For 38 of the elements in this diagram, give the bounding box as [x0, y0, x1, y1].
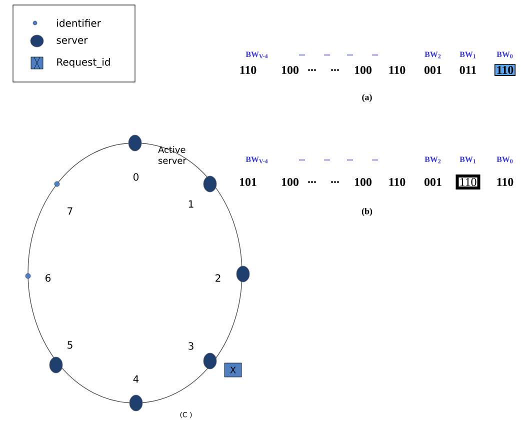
legend-text: identifier — [57, 19, 101, 27]
position-number: 4 — [133, 375, 139, 383]
bit-value: 100 — [355, 66, 372, 74]
bit-value: 110 — [389, 66, 406, 74]
bit-value: 100 — [355, 178, 372, 186]
server-dot — [236, 266, 250, 282]
highlighted-cell: 110 — [494, 64, 516, 76]
position-number: 0 — [134, 173, 139, 181]
bit-value: 110 — [389, 178, 406, 186]
bit-value: ... — [331, 181, 339, 183]
server-dot — [203, 176, 217, 192]
bit-value: 100 — [282, 66, 298, 74]
bit-value: ... — [308, 181, 316, 183]
position-number: 5 — [68, 341, 72, 349]
legend-text: server — [56, 38, 88, 44]
position-number: 2 — [216, 274, 220, 282]
legend-text: Request_id — [57, 58, 110, 68]
panel-label: (a) — [362, 94, 372, 102]
position-number: 6 — [46, 274, 51, 282]
bit-value: 110 — [240, 66, 256, 74]
bit-value: ... — [308, 69, 316, 71]
bit-value: 001 — [424, 66, 442, 74]
request-box: X — [224, 362, 242, 378]
server-dot — [128, 134, 142, 152]
highlighted-cell: 110 — [456, 174, 480, 190]
bit-value: 101 — [240, 178, 256, 186]
bit-value: ... — [331, 69, 339, 71]
server-dot — [203, 352, 217, 370]
position-number: 7 — [68, 207, 72, 215]
server-dot — [49, 356, 63, 374]
position-number: 1 — [188, 200, 194, 208]
bit-value: 011 — [460, 66, 476, 74]
position-number: 3 — [188, 342, 194, 350]
bit-value: 100 — [282, 178, 298, 186]
bit-value: 001 — [424, 178, 442, 186]
bit-value: 110 — [497, 178, 514, 186]
server-dot — [129, 394, 143, 412]
panel-label: (b) — [362, 208, 372, 216]
